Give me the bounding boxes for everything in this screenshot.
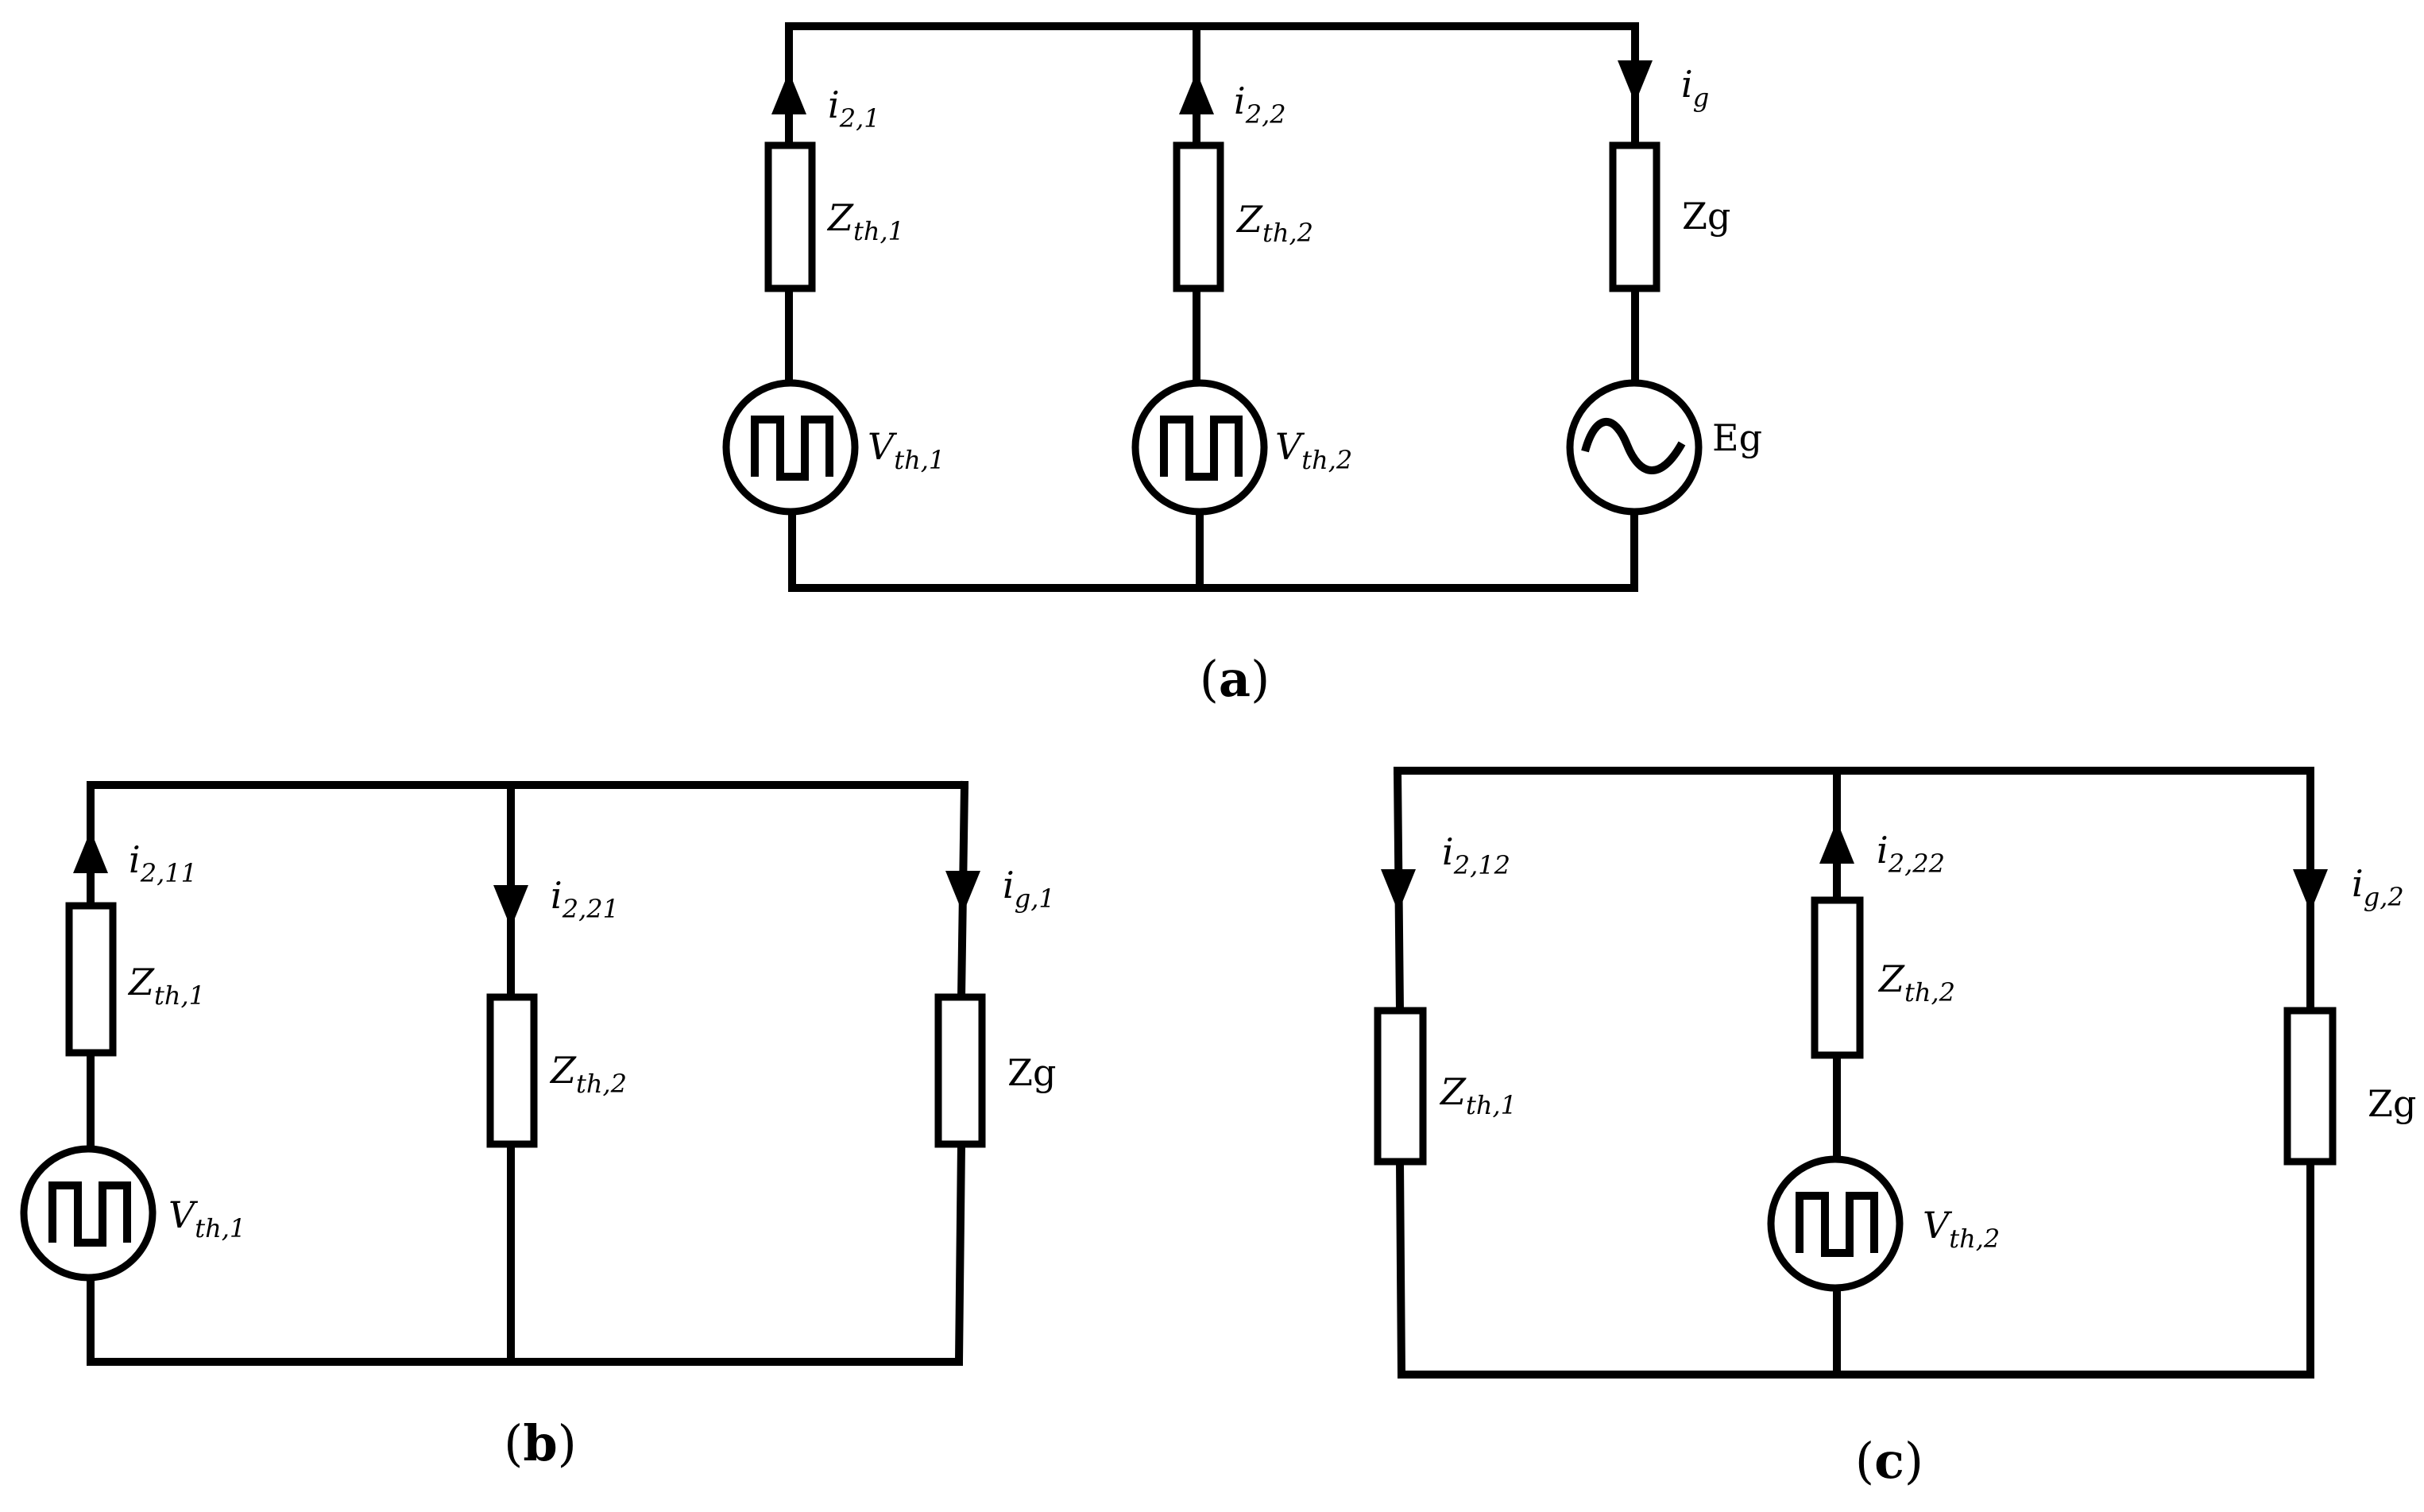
panel-a-label-vth1: Vth,1 [868, 425, 945, 475]
panel-b-current-arrow-i221 [493, 885, 528, 928]
panel-a-impedance-zth1-icon [764, 141, 816, 292]
panel-a-label-zth1: Zth,1 [826, 196, 904, 246]
panel-b: i2,11 i2,21 ig,1 Zth,1 Zth,2 Zg Vth,1 (b… [20, 780, 1056, 1472]
panel-c-label-i222: i2,22 [1877, 829, 1945, 879]
panel-c-impedance-zg-icon [2283, 1007, 2337, 1166]
panel-a-label-vth2: Vth,2 [1275, 425, 1352, 475]
panel-a-label-i21: i2,1 [828, 83, 880, 133]
panel-a-vth2-square-wave-source-icon [1131, 379, 1268, 516]
panel-b-impedance-zth2-icon [486, 993, 538, 1148]
panel-a-label-i22: i2,2 [1234, 79, 1286, 130]
panel-c-caption: (c) [1855, 1432, 1923, 1490]
panel-b-impedance-zth1-icon [65, 902, 117, 1057]
panel-a-current-arrow-ig [1618, 60, 1653, 103]
panel-b-label-zg: Zg [1007, 1051, 1056, 1094]
panel-a-label-zth2: Zth,2 [1235, 198, 1313, 248]
panel-a-caption: (a) [1200, 650, 1270, 708]
panel-b-label-i211: i2,11 [129, 838, 197, 888]
panel-c-impedance-zth1-icon [1374, 1007, 1427, 1166]
panel-a-current-arrow-i22 [1179, 72, 1214, 114]
panel-c-label-ig2: ig,2 [2352, 862, 2404, 912]
panel-a-vth1-square-wave-source-icon [722, 379, 859, 516]
panel-c: i2,12 i2,22 ig,2 Zth,1 Zth,2 Zg Vth,2 (c… [1374, 766, 2416, 1490]
panel-c-current-arrow-i212 [1381, 869, 1416, 912]
panel-b-current-arrow-i211 [73, 830, 108, 873]
panel-a-label-zg: Zg [1682, 195, 1730, 238]
panel-b-vth1-square-wave-source-icon [20, 1145, 157, 1282]
panel-a-eg-ac-source-icon [1566, 379, 1703, 516]
panel-c-label-zth2: Zth,2 [1877, 957, 1955, 1007]
panel-c-vth2-square-wave-source-icon [1767, 1155, 1904, 1292]
panel-a-impedance-zg-icon [1609, 141, 1660, 292]
panel-c-current-arrow-ig2 [2293, 869, 2328, 912]
panel-a: i2,1 i2,2 ig Zth,1 Zth,2 Zg Vth,1 Vth,2 … [722, 22, 1762, 708]
panel-b-label-ig1: ig,1 [1003, 864, 1055, 914]
panel-b-label-zth1: Zth,1 [127, 961, 205, 1011]
panel-b-label-zth2: Zth,2 [549, 1049, 627, 1099]
panel-c-label-vth2: Vth,2 [1923, 1204, 2000, 1254]
panel-a-current-arrow-i21 [771, 72, 806, 114]
panel-b-impedance-zg-icon [934, 993, 986, 1148]
panel-c-impedance-zth2-icon [1811, 896, 1864, 1059]
panel-b-current-arrow-ig1 [945, 871, 980, 914]
panel-b-caption: (b) [504, 1414, 577, 1472]
panel-a-label-eg: Eg [1712, 416, 1762, 459]
panel-c-label-zth1: Zth,1 [1439, 1070, 1517, 1120]
panel-c-label-zg: Zg [2368, 1082, 2416, 1125]
panel-c-current-arrow-i222 [1819, 821, 1854, 864]
panel-c-label-i212: i2,12 [1442, 830, 1510, 880]
panel-a-label-ig: ig [1681, 63, 1709, 113]
panel-a-impedance-zth2-icon [1173, 141, 1224, 292]
panel-b-label-i221: i2,21 [551, 874, 619, 924]
panel-b-label-vth1: Vth,1 [168, 1193, 245, 1243]
